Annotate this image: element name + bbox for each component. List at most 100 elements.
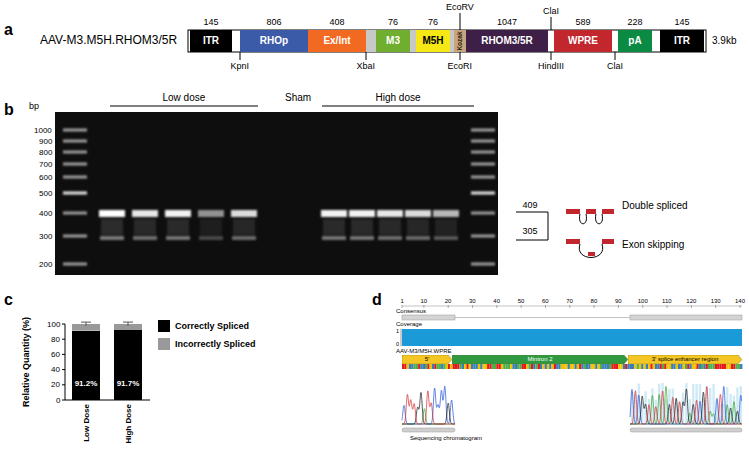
alignment-marks xyxy=(595,364,597,369)
alignment-marks xyxy=(418,364,420,369)
alignment-marks xyxy=(719,364,721,369)
alignment-marks xyxy=(443,364,445,369)
track-name: Coverage xyxy=(396,321,422,328)
alignment-marks xyxy=(510,364,512,369)
alignment-marks xyxy=(478,364,480,369)
gel-bands xyxy=(471,235,495,238)
chart-marks xyxy=(128,322,129,326)
arrow-shape xyxy=(452,355,628,364)
alignment-marks xyxy=(690,364,692,369)
alignment-marks xyxy=(519,364,521,369)
alignment-marks xyxy=(448,305,449,308)
alignment-marks xyxy=(683,364,685,369)
gel-bands xyxy=(167,219,189,235)
alignment-marks xyxy=(630,364,632,369)
gel-bands xyxy=(63,212,87,215)
element-label: RHOp xyxy=(260,35,288,47)
alignment-marks xyxy=(581,364,583,369)
restriction-site-tick xyxy=(460,13,461,30)
track-name: AAV-M3/M5H.WPRE xyxy=(396,348,452,355)
element-label: M5H xyxy=(422,35,443,47)
alignment-marks xyxy=(724,364,726,369)
restriction-site-tick xyxy=(551,52,552,60)
alignment-marks xyxy=(673,364,675,369)
alignment-marks xyxy=(414,364,416,369)
gel-bands xyxy=(200,219,222,235)
alignment-marks xyxy=(618,305,619,308)
bar: 91.7% xyxy=(114,330,142,400)
gel-bands xyxy=(471,140,495,143)
track-name: Sequencing chromatogram xyxy=(410,435,482,442)
gel-bands xyxy=(63,129,87,132)
chart-marks xyxy=(123,322,133,323)
ladder-size: 500 xyxy=(39,189,52,198)
alignment-marks xyxy=(740,364,742,369)
alignment-marks xyxy=(441,364,443,369)
alignment-marks xyxy=(667,364,669,369)
alignment-marks xyxy=(722,364,724,369)
alignment-marks xyxy=(733,364,735,369)
alignment-marks xyxy=(473,364,475,369)
element-label: 3' splice enhancer region xyxy=(652,356,719,363)
alignment-marks xyxy=(457,364,459,369)
gel-bands xyxy=(349,210,375,217)
chart-marks xyxy=(62,369,65,370)
alignment-marks xyxy=(594,305,595,308)
gel-bands xyxy=(407,219,429,235)
alignment-marks xyxy=(569,305,570,308)
alignment-marks xyxy=(485,364,487,369)
alignment-marks xyxy=(694,364,696,369)
alignment-marks xyxy=(648,364,650,369)
alignment-marks xyxy=(561,364,563,369)
ladder-size: 600 xyxy=(39,173,52,182)
construct-name: AAV-M3.M5H.RHOM3/5R xyxy=(40,34,177,48)
product-name: Exon skipping xyxy=(622,239,684,251)
alignment-marks xyxy=(664,364,666,369)
restriction-site: EcoRI xyxy=(448,61,473,71)
alignment-marks xyxy=(480,364,482,369)
gel-bands xyxy=(471,263,495,266)
splice-schematic xyxy=(566,209,580,214)
gel-bands xyxy=(471,151,495,154)
restriction-site-tick xyxy=(551,17,552,30)
chart-marks xyxy=(81,322,91,323)
restriction-site: KpnI xyxy=(231,61,250,71)
alignment-marks xyxy=(591,364,593,369)
construct-element: Ex/Int408 xyxy=(308,30,366,52)
tick-label: 80 xyxy=(51,335,60,344)
ruler-number: 50 xyxy=(518,298,525,305)
alignment-marks xyxy=(508,364,510,369)
alignment-marks xyxy=(736,387,738,424)
alignment-marks xyxy=(411,364,413,369)
gel-bands xyxy=(134,219,156,235)
alignment-marks xyxy=(731,364,733,369)
length-label: 76 xyxy=(428,17,438,27)
construct-element: ITR145 xyxy=(190,30,232,52)
element-label: 91.2% xyxy=(75,379,98,388)
alignment-marks xyxy=(409,364,411,369)
alignment-marks xyxy=(738,364,740,369)
splice-schematic xyxy=(588,252,595,256)
chart-marks xyxy=(62,400,65,401)
ladder-size: 200 xyxy=(39,260,52,269)
tick-label: 40 xyxy=(51,365,60,374)
alignment-marks xyxy=(558,364,560,369)
alignment-marks xyxy=(696,364,698,369)
gel-bands xyxy=(63,151,87,154)
arrow-shape xyxy=(628,355,742,364)
legend-entry: Incorrectly Spliced xyxy=(158,338,256,350)
restriction-site: EcoRV xyxy=(446,2,474,12)
ladder-size: 700 xyxy=(39,160,52,169)
alignment-marks xyxy=(432,364,434,369)
splice-schematic xyxy=(586,209,596,214)
gel-bands xyxy=(165,210,191,217)
alignment-marks xyxy=(549,364,551,369)
alignment-marks xyxy=(524,364,526,369)
alignment-marks xyxy=(713,364,715,369)
alignment-marks xyxy=(708,364,710,369)
annotation-arrow: 3' splice enhancer region xyxy=(628,355,742,364)
restriction-site-tick xyxy=(240,13,615,60)
length-label: 806 xyxy=(266,17,281,27)
alignment-marks xyxy=(402,364,404,369)
chart-marks xyxy=(86,322,87,326)
